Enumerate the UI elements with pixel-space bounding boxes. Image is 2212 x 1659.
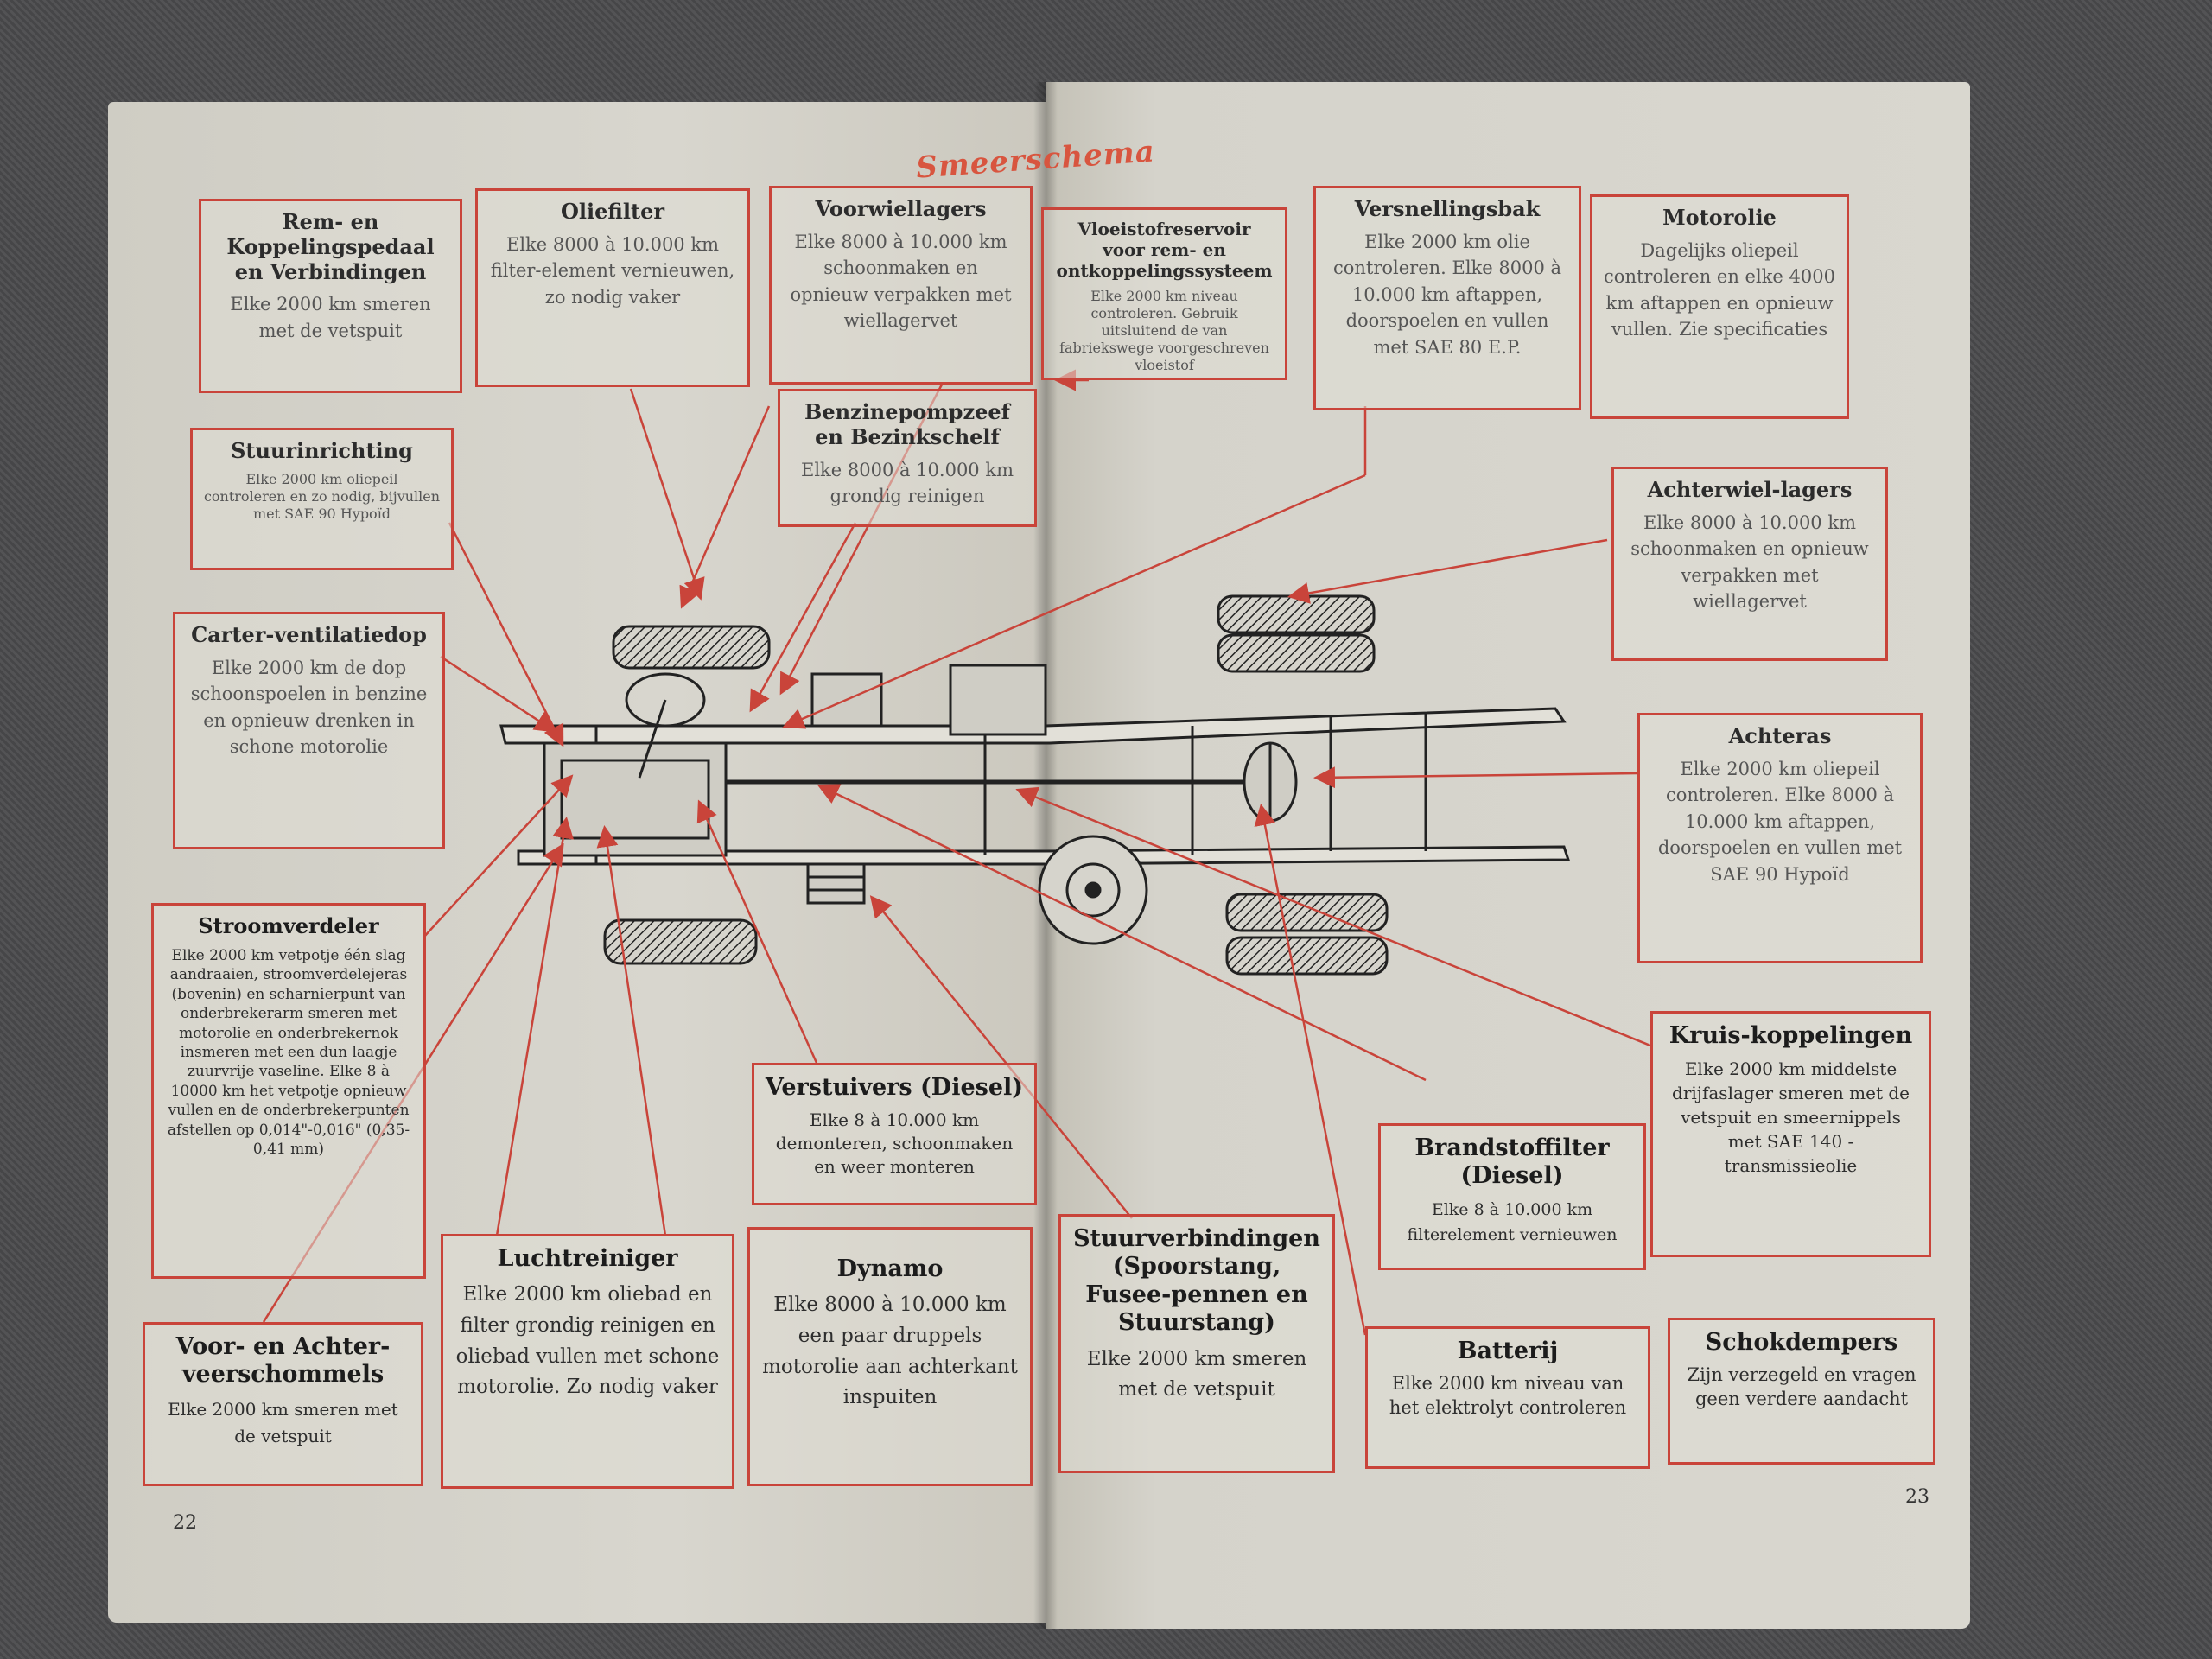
box-title: Achteras (1728, 723, 1832, 748)
box-text: Elke 2000 km smeren met de vetspuit (1086, 1347, 1307, 1402)
box-voorwiellagers: Voorwiellagers Elke 8000 à 10.000 km sch… (769, 186, 1033, 385)
box-text: Elke 2000 km middelste drijfaslager smer… (1672, 1058, 1910, 1177)
box-kruiskoppelingen: Kruis-koppelingen Elke 2000 km middelste… (1650, 1011, 1931, 1257)
box-title: Oliefilter (561, 199, 664, 224)
box-stuurverbindingen: Stuurverbindingen (Spoorstang, Fusee-pen… (1058, 1214, 1335, 1473)
box-title: Benzinepompzeef en Bezinkschelf (804, 399, 1010, 449)
page-number-right: 23 (1905, 1486, 1929, 1508)
box-text: Elke 2000 km oliepeil controleren en zo … (203, 470, 441, 522)
box-rem-koppeling: Rem- en Koppelingspedaal en Verbindingen… (199, 199, 462, 393)
box-title: Stuurverbindingen (Spoorstang, Fusee-pen… (1073, 1225, 1320, 1337)
box-text: Elke 2000 km oliepeil controleren. Elke … (1657, 758, 1903, 885)
box-motorolie: Motorolie Dagelijks oliepeil controleren… (1590, 194, 1849, 419)
box-title: Dynamo (836, 1255, 944, 1282)
box-text: Zijn verzegeld en vragen geen verdere aa… (1687, 1364, 1916, 1409)
box-text: Elke 2000 km smeren met de vetspuit (230, 294, 431, 341)
box-text: Elke 8000 à 10.000 km grondig reinigen (801, 459, 1014, 507)
box-text: Elke 2000 km niveau van het elektrolyt c… (1389, 1373, 1627, 1418)
box-title: Carter-ventilatiedop (191, 622, 427, 647)
box-text: Elke 8000 à 10.000 km filter-element ver… (490, 233, 735, 308)
box-title: Achterwiel-lagers (1647, 477, 1853, 502)
box-voor-achter-veerschommels: Voor- en Achter-veerschommels Elke 2000 … (143, 1322, 423, 1486)
box-stuurinrichting: Stuurinrichting Elke 2000 km oliepeil co… (190, 428, 454, 570)
box-title: Kruis-koppelingen (1669, 1022, 1913, 1049)
box-verstuivers: Verstuivers (Diesel) Elke 8 à 10.000 km … (752, 1063, 1037, 1205)
box-dynamo: Dynamo Elke 8000 à 10.000 km een paar dr… (747, 1227, 1033, 1486)
box-text: Elke 8000 à 10.000 km schoonmaken en opn… (1630, 512, 1869, 613)
box-title: Batterij (1457, 1338, 1559, 1364)
box-achteras: Achteras Elke 2000 km oliepeil controler… (1637, 713, 1923, 963)
box-versnellingsbak: Versnellingsbak Elke 2000 km olie contro… (1313, 186, 1581, 410)
box-schokdempers: Schokdempers Zijn verzegeld en vragen ge… (1668, 1318, 1936, 1465)
box-title: Luchtreiniger (497, 1245, 678, 1272)
box-title: Rem- en Koppelingspedaal en Verbindingen (226, 209, 435, 284)
box-text: Dagelijks oliepeil controleren en elke 4… (1604, 239, 1835, 340)
box-title: Vloeistofreservoir voor rem- en ontkoppe… (1056, 219, 1273, 281)
box-batterij: Batterij Elke 2000 km niveau van het ele… (1365, 1326, 1650, 1469)
box-text: Elke 2000 km olie controleren. Elke 8000… (1332, 231, 1562, 358)
box-text: Elke 2000 km vetpotje één slag aandraaie… (167, 946, 410, 1159)
box-text: Elke 2000 km smeren met de vetspuit (168, 1398, 398, 1446)
box-text: Elke 8 à 10.000 km filterelement vernieu… (1407, 1199, 1618, 1245)
box-title: Motorolie (1662, 205, 1777, 230)
box-title: Stroomverdeler (198, 913, 379, 938)
box-text: Elke 2000 km de dop schoonspoelen in ben… (190, 657, 428, 758)
box-title: Verstuivers (Diesel) (765, 1074, 1024, 1101)
page-number-left: 22 (173, 1512, 197, 1534)
box-title: Voorwiellagers (815, 196, 987, 221)
box-stroomverdeler: Stroomverdeler Elke 2000 km vetpotje één… (151, 903, 426, 1279)
box-benzinepompzeef: Benzinepompzeef en Bezinkschelf Elke 800… (778, 389, 1037, 527)
box-text: Elke 2000 km oliebad en filter grondig r… (455, 1283, 720, 1399)
box-brandstoffilter: Brandstoffilter (Diesel) Elke 8 à 10.000… (1378, 1123, 1646, 1270)
box-vloeistofreservoir: Vloeistofreservoir voor rem- en ontkoppe… (1041, 207, 1287, 380)
box-title: Versnellingsbak (1354, 196, 1541, 221)
box-text: Elke 2000 km niveau controleren. Gebruik… (1059, 288, 1269, 373)
box-achterwiellagers: Achterwiel-lagers Elke 8000 à 10.000 km … (1611, 467, 1888, 661)
box-text: Elke 8000 à 10.000 km schoonmaken en opn… (790, 231, 1012, 332)
box-text: Elke 8000 à 10.000 km een paar druppels … (762, 1294, 1018, 1409)
chassis-frame (499, 664, 1571, 905)
box-luchtreiniger: Luchtreiniger Elke 2000 km oliebad en fi… (441, 1234, 734, 1489)
wheels (603, 594, 1389, 976)
box-title: Stuurinrichting (231, 438, 413, 463)
box-title: Voor- en Achter-veerschommels (175, 1333, 391, 1389)
box-title: Schokdempers (1705, 1329, 1898, 1356)
box-oliefilter: Oliefilter Elke 8000 à 10.000 km filter-… (475, 188, 750, 387)
box-text: Elke 8 à 10.000 km demonteren, schoonmak… (775, 1109, 1014, 1178)
box-carter-ventilatiedop: Carter-ventilatiedop Elke 2000 km de dop… (173, 612, 445, 849)
box-title: Brandstoffilter (Diesel) (1414, 1135, 1610, 1190)
